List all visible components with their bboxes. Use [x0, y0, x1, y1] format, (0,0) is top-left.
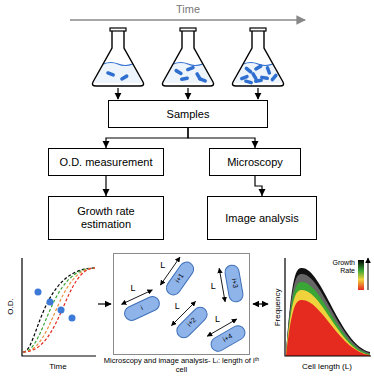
box-label: O.D. measurement [60, 156, 153, 169]
sample-box: Samples [108, 100, 268, 128]
cell-index: i+3 [229, 278, 239, 289]
length-label: L [160, 261, 165, 271]
bacterial-cell: i [122, 293, 163, 323]
process-box: Microscopy [209, 148, 301, 176]
connector-arrow [188, 128, 259, 148]
connector-arrow [103, 176, 110, 196]
box-label: Image analysis [225, 212, 298, 225]
cell-index: i+1 [174, 272, 186, 284]
box-label: Microscopy [227, 156, 283, 169]
legend-label: Growth Rate [325, 259, 355, 274]
connector-arrow [255, 176, 266, 196]
caption: Microscopy and image analysis- Lᵢ: lengt… [102, 357, 261, 374]
length-label: L [211, 282, 216, 292]
axis-label: Frequency [274, 288, 283, 326]
bacterial-cell: i+1 [163, 258, 197, 298]
axis-label: O.D. [7, 298, 16, 314]
cell-index: i+2 [186, 316, 198, 328]
axis-label: Time [176, 3, 200, 15]
microscopy-panel: Microscopy and image analysis- Lᵢ: lengt… [113, 253, 250, 355]
box-label: Samples [167, 108, 210, 121]
bacterial-cell: i+3 [223, 263, 244, 303]
bacterial-cell: i+4 [208, 322, 248, 354]
box-label: Growth rate estimation [55, 205, 157, 230]
result-box: Growth rate estimation [48, 196, 164, 240]
cell-index: i+4 [222, 332, 234, 344]
result-box: Image analysis [207, 196, 317, 240]
axis-label: Time [49, 363, 66, 372]
connector-arrow [103, 128, 189, 148]
length-label: L [131, 284, 136, 294]
cell-index: i [140, 304, 145, 312]
length-label: L [175, 302, 180, 312]
length-label: L [215, 315, 220, 325]
process-box: O.D. measurement [48, 148, 164, 176]
axis-label: Cell length (L) [302, 363, 352, 372]
